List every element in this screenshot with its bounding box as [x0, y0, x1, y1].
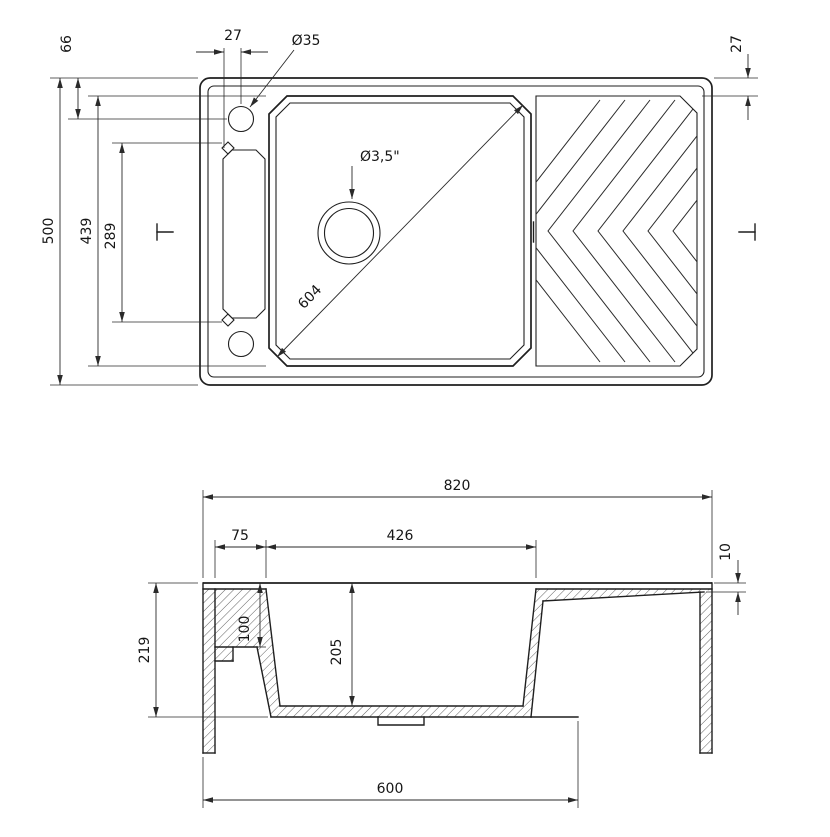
sink-rim-inner-edge — [207, 85, 705, 378]
strip-corner-mark-bottom — [221, 313, 235, 327]
dim-label-500: 500 — [41, 218, 57, 245]
dim-label-75: 75 — [231, 528, 249, 544]
dim-label-600: 600 — [377, 781, 404, 797]
drain-fitting — [377, 716, 425, 726]
dim-label-289: 289 — [103, 223, 119, 250]
dim-604-diagonal: 604 — [276, 104, 524, 358]
dim-drain-size: Ø3,5" — [349, 149, 400, 199]
section-outline — [202, 582, 713, 754]
dim-label-27-right: 27 — [729, 35, 745, 53]
dim-500: 500 — [41, 77, 198, 386]
dim-820: 820 — [202, 478, 713, 578]
top-view: 604 Ø3,5" Ø35 500 — [41, 28, 758, 386]
drainboard — [532, 95, 698, 367]
dim-label-426: 426 — [387, 528, 414, 544]
dim-27-left: 27 — [196, 28, 268, 148]
dim-100: 100 — [237, 583, 266, 648]
section-hatching — [203, 589, 712, 753]
dim-219: 219 — [137, 582, 268, 718]
center-mark-left — [156, 223, 174, 241]
section-view: 820 75 426 10 219 — [137, 478, 746, 808]
dim-label-205: 205 — [329, 639, 345, 666]
tap-hole-bottom — [227, 330, 255, 358]
dim-label-27-left: 27 — [224, 28, 242, 44]
dim-75: 75 — [214, 528, 267, 578]
magnet-strip — [221, 141, 266, 327]
dim-label-820: 820 — [444, 478, 471, 494]
drain-circle — [317, 201, 381, 265]
dim-289: 289 — [103, 142, 222, 323]
dim-label-66: 66 — [59, 35, 75, 53]
drainboard-chevron-pattern — [536, 99, 697, 363]
dim-10: 10 — [706, 543, 746, 615]
dim-426: 426 — [266, 528, 537, 578]
dim-27-right: 27 — [702, 35, 758, 120]
dim-439: 439 — [79, 95, 266, 367]
dim-600: 600 — [202, 721, 579, 808]
dim-66: 66 — [59, 35, 227, 120]
center-mark-right — [738, 223, 756, 241]
dim-hole-diameter: Ø35 — [249, 33, 321, 108]
dim-label-hole-diameter: Ø35 — [292, 33, 321, 49]
dim-label-604: 604 — [295, 282, 325, 312]
sink-outer-edge — [199, 77, 713, 386]
dim-label-219: 219 — [137, 637, 153, 664]
tap-hole-top — [227, 105, 255, 133]
dim-label-439: 439 — [79, 218, 95, 245]
dim-label-10: 10 — [718, 543, 734, 561]
dim-label-drain: Ø3,5" — [360, 149, 400, 165]
dim-205: 205 — [329, 583, 355, 706]
dim-label-100: 100 — [237, 616, 253, 643]
